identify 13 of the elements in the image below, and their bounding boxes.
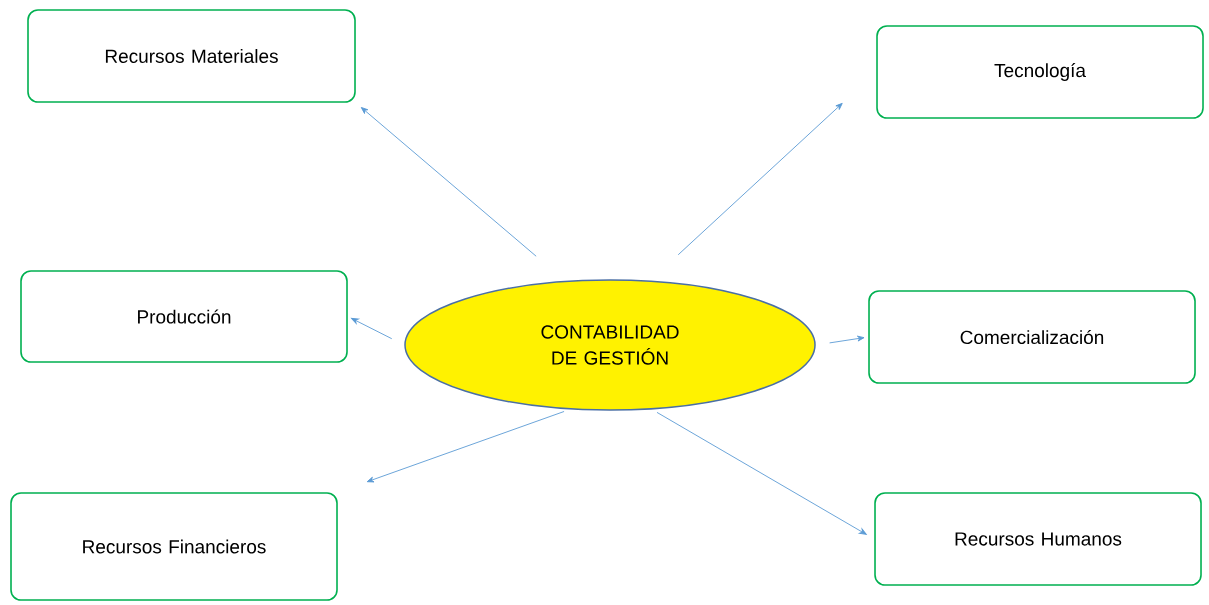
rounded-box: Tecnología	[876, 25, 1204, 119]
rounded-box: Comercialización	[868, 290, 1196, 384]
arrow	[366, 411, 565, 483]
arrow	[351, 317, 393, 340]
arrow	[360, 107, 537, 257]
rounded-box: Recursos Humanos	[874, 492, 1202, 586]
rounded-box: Producción	[20, 270, 348, 363]
arrow	[677, 102, 843, 256]
rounded-box: Recursos Materiales	[27, 9, 356, 103]
rounded-box: Recursos Financieros	[10, 492, 338, 601]
arrow	[829, 335, 865, 344]
ellipse-node: CONTABILIDAD DE GESTIÓN	[404, 279, 816, 411]
arrow	[656, 411, 867, 535]
